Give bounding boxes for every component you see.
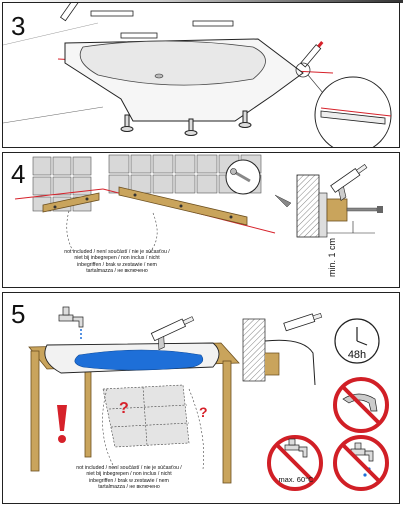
step-4-panel: 4 [2,152,400,288]
bathtub-water-test-illustration: ? ? [28,306,389,491]
wooden-boards [42,186,248,226]
clock-icon [334,318,380,364]
step-number: 5 [11,299,26,329]
prohibited-faucet-icon [333,435,389,491]
wall-cross-section [296,174,383,238]
silicone-gun-icon [283,312,323,332]
not-included-note: not included / není součástí / nie je sú… [76,465,182,491]
wall-detail [242,318,316,386]
not-included-note: not included / není součástí / nie je sú… [64,249,170,275]
board-section [326,198,348,222]
warning-exclamation-icon [57,405,67,443]
brick-support [102,384,190,448]
step-number: 4 [11,159,26,189]
step-5-panel: 5 [2,292,400,504]
sealant-tube-right [300,41,324,68]
question-mark-icon: ? [119,400,129,417]
min-height-label: min. 1 cm [327,237,337,277]
adjustable-legs [120,110,252,136]
bathtub-install-illustration [3,3,392,147]
wall-profile-strips [90,10,234,39]
faucet-icon [58,306,84,328]
temperature-label: max. 60°C [278,475,314,484]
step-number: 3 [11,11,26,41]
detail-zoom-small [295,62,311,78]
water [74,349,204,371]
header-gradient-bar [0,0,403,3]
silicone-gun-icon [150,316,195,351]
silicone-gun-icon [330,164,368,201]
prohibited-shower-icon [333,377,389,433]
step-3-panel: 3 [2,2,400,148]
wall-board-illustration [14,154,383,254]
screw-icon [346,206,383,213]
screw-icon [230,168,251,183]
prohibited-hot-water-icon [267,435,323,491]
direction-arrow [274,194,292,208]
question-mark-icon: ? [199,404,208,420]
time-label: 48h [347,349,367,361]
sealant-tube-left [59,3,80,22]
